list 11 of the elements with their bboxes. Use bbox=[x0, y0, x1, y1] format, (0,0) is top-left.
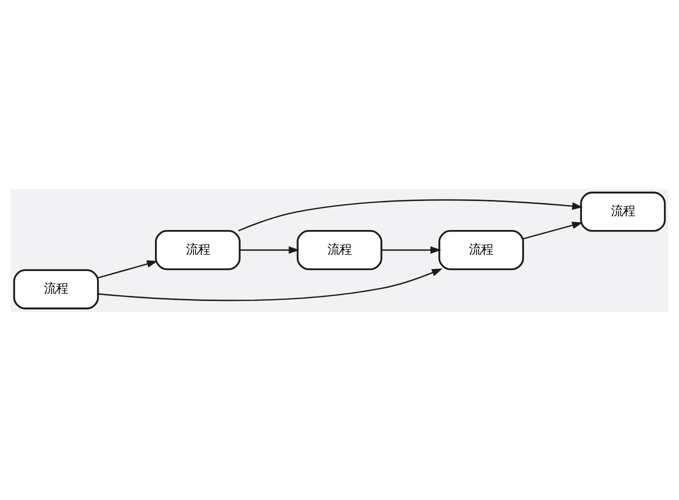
arrow bbox=[382, 246, 442, 254]
arrow bbox=[238, 198, 583, 231]
arrow bbox=[240, 246, 300, 254]
node-box: 流程 bbox=[296, 230, 382, 270]
arrow bbox=[523, 221, 583, 239]
node-box: 流程 bbox=[13, 268, 99, 309]
arrow bbox=[98, 260, 158, 278]
node-box: 流程 bbox=[580, 191, 666, 232]
arrow bbox=[98, 268, 442, 301]
node-box: 流程 bbox=[438, 230, 524, 270]
node-box: 流程 bbox=[155, 230, 241, 270]
